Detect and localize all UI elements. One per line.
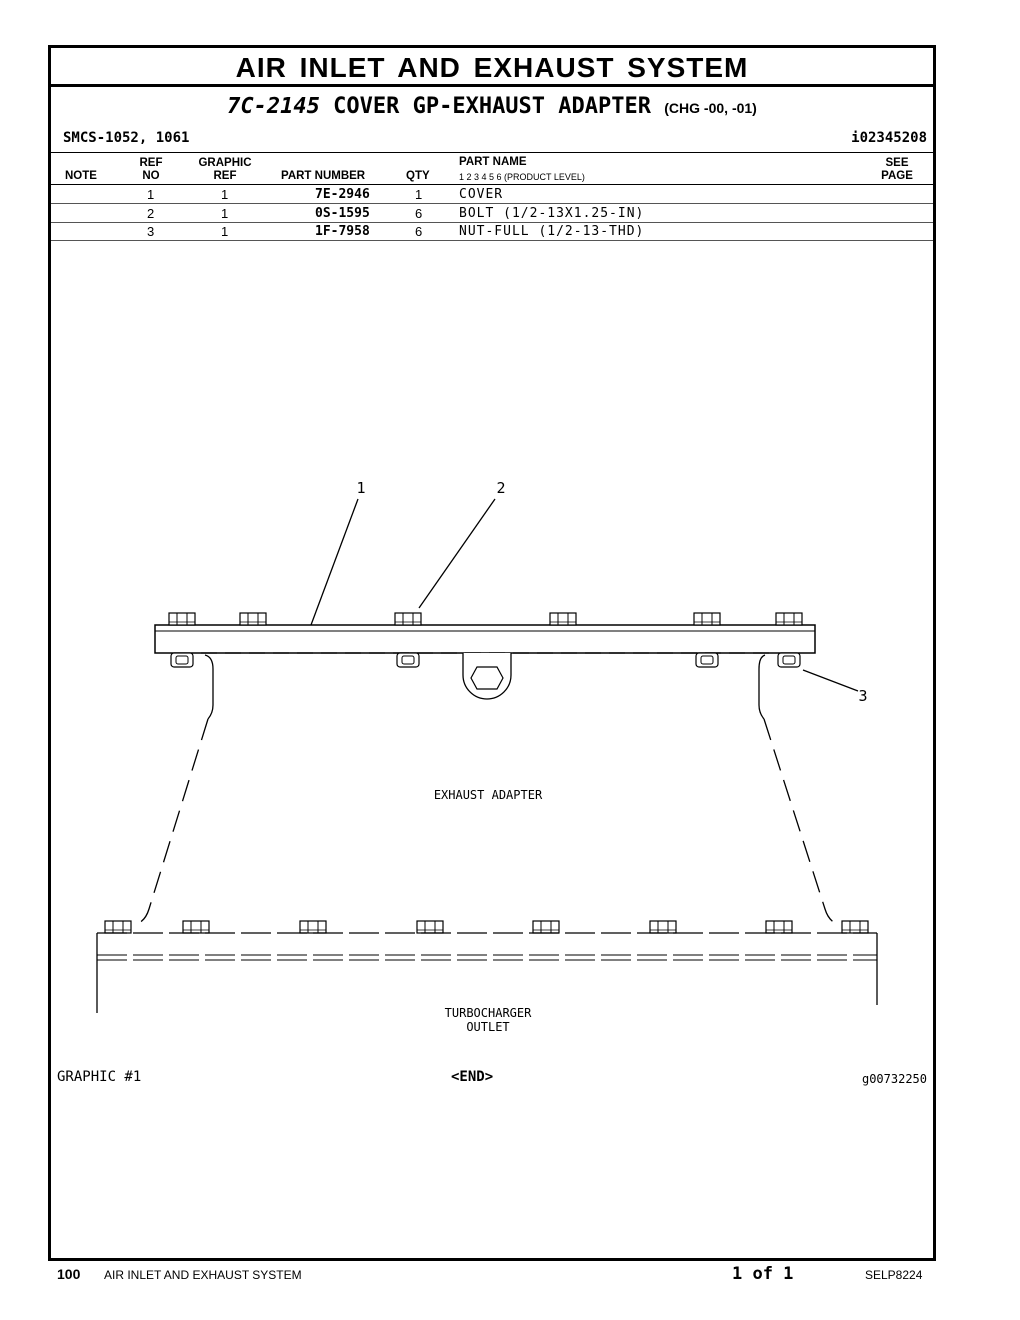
adapter-body <box>138 654 836 924</box>
graphic-ref: 1 <box>221 206 229 221</box>
bolt-heads-bottom <box>104 920 869 934</box>
product-level-row: 1 2 3 4 5 6 (PRODUCT LEVEL) <box>459 172 585 182</box>
callout-2: 2 <box>496 479 505 497</box>
footer-page-number: 100 <box>57 1266 81 1282</box>
leader-line-1 <box>310 498 359 626</box>
document-identifier: i02345208 <box>851 130 927 146</box>
footer-page-of: 1 of 1 <box>732 1264 794 1284</box>
cover-plate <box>154 624 816 654</box>
bolt-heads-top <box>168 612 803 626</box>
callout-3: 3 <box>858 687 867 705</box>
part-name: COVER <box>459 187 504 202</box>
qty: 6 <box>415 224 423 239</box>
smcs-code: SMCS-1052, 1061 <box>63 130 190 146</box>
table-header-divider <box>51 184 933 185</box>
graphic-ref: 1 <box>221 187 229 202</box>
label-exhaust-adapter: EXHAUST ADAPTER <box>434 788 543 802</box>
part-number: 0S-1595 <box>315 206 370 221</box>
col-part-number: PART NUMBER <box>281 170 366 182</box>
part-group-number: 7C-2145 <box>227 94 320 119</box>
graphic-ref: 1 <box>221 224 229 239</box>
part-name: BOLT (1/2-13X1.25-IN) <box>459 206 645 221</box>
exhaust-adapter-drawing: 1 2 3 <box>96 479 878 1034</box>
row-divider <box>51 203 933 204</box>
graphic-caption: GRAPHIC #1 <box>57 1069 142 1085</box>
ref-no: 3 <box>147 224 155 239</box>
ref-no: 2 <box>147 206 155 221</box>
col-note: NOTE <box>65 170 97 182</box>
lifting-eye <box>462 653 512 700</box>
leader-line-2 <box>418 498 496 609</box>
page-frame: AIR INLET AND EXHAUST SYSTEM 7C-2145 COV… <box>48 45 936 1261</box>
header-divider <box>51 152 933 153</box>
footer-section-title: AIR INLET AND EXHAUST SYSTEM <box>104 1268 302 1282</box>
leader-line-3 <box>802 669 859 692</box>
ref-no: 1 <box>147 187 155 202</box>
col-qty: QTY <box>406 170 430 182</box>
row-divider <box>51 240 933 241</box>
col-part-name: PART NAME <box>459 156 527 168</box>
part-number: 7E-2946 <box>315 187 370 202</box>
change-level: (CHG -00, -01) <box>664 100 757 116</box>
callout-1: 1 <box>356 479 365 497</box>
part-group-heading: 7C-2145 COVER GP-EXHAUST ADAPTER (CHG -0… <box>51 94 933 119</box>
qty: 1 <box>415 187 423 202</box>
footer-document-code: SELP8224 <box>865 1268 923 1282</box>
label-turbocharger: TURBOCHARGER <box>445 1006 532 1020</box>
part-name: NUT-FULL (1/2-13-THD) <box>459 224 645 239</box>
end-marker: <END> <box>451 1069 494 1085</box>
part-number: 1F-7958 <box>315 224 370 239</box>
turbocharger-outlet-flange <box>96 932 878 1013</box>
page-title: AIR INLET AND EXHAUST SYSTEM <box>51 48 933 87</box>
graphic-id: g00732250 <box>861 1072 927 1086</box>
qty: 6 <box>415 206 423 221</box>
label-outlet: OUTLET <box>466 1020 509 1034</box>
row-divider <box>51 222 933 223</box>
part-group-name: COVER GP-EXHAUST ADAPTER <box>333 94 652 119</box>
